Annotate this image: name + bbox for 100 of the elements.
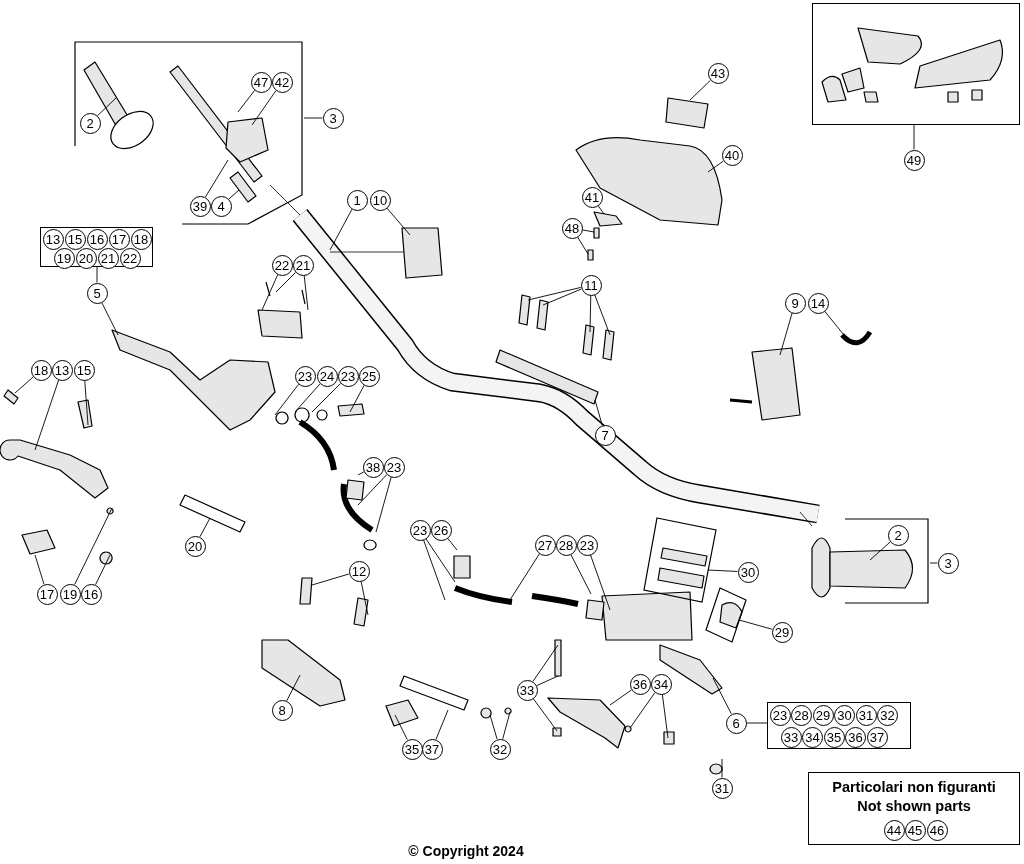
callout-number: 23 bbox=[294, 365, 316, 387]
callout-number: 35 bbox=[401, 738, 423, 760]
leader-line bbox=[425, 538, 456, 583]
callout-number: 36 bbox=[845, 726, 866, 748]
callout-number: 48 bbox=[561, 217, 583, 239]
leader-line bbox=[394, 714, 408, 741]
leader-line bbox=[97, 96, 118, 117]
leader-line bbox=[869, 541, 891, 561]
callout-number: 18 bbox=[130, 228, 152, 250]
callout-number: 35 bbox=[823, 726, 845, 748]
leader-line bbox=[532, 644, 559, 682]
leader-line bbox=[34, 554, 45, 585]
parts-kit-box bbox=[40, 227, 153, 267]
callout-number: 30 bbox=[834, 704, 855, 726]
group-frame bbox=[705, 587, 747, 643]
callout-number: 45 bbox=[904, 819, 926, 841]
callout-number: 38 bbox=[362, 456, 384, 478]
callout-number: 49 bbox=[903, 149, 925, 171]
copyright-note: © Copyright 2024 bbox=[408, 843, 524, 859]
callout-number: 17 bbox=[108, 228, 130, 250]
callout-number: 36 bbox=[629, 673, 651, 695]
leader-line bbox=[251, 90, 277, 126]
leader-line bbox=[712, 677, 732, 715]
callout-number: 23 bbox=[409, 519, 431, 541]
leader-line bbox=[261, 274, 279, 311]
leader-line bbox=[594, 294, 611, 336]
note-text: Not shown parts bbox=[857, 798, 971, 814]
callout-number: 33 bbox=[516, 679, 538, 701]
callout-number: 8 bbox=[271, 699, 293, 721]
callout-number: 10 bbox=[369, 189, 391, 211]
leader-line bbox=[542, 288, 582, 306]
leader-line bbox=[527, 287, 582, 301]
leader-line bbox=[746, 722, 768, 724]
callout-number: 23 bbox=[576, 534, 598, 556]
callout-number: 22 bbox=[271, 254, 293, 276]
leader-line bbox=[707, 160, 724, 173]
parts-kit-box bbox=[767, 702, 911, 749]
callout-number: 31 bbox=[855, 704, 877, 726]
leader-line bbox=[357, 471, 365, 476]
group-frame bbox=[643, 517, 717, 603]
leader-line bbox=[423, 539, 446, 601]
callout-number: 15 bbox=[73, 359, 95, 381]
leader-line bbox=[386, 207, 411, 236]
leader-line bbox=[629, 692, 656, 729]
callout-number: 19 bbox=[53, 247, 75, 269]
leader-line bbox=[447, 537, 458, 551]
callout-number: 13 bbox=[51, 359, 73, 381]
callout-number: 41 bbox=[581, 186, 603, 208]
callout-number: 34 bbox=[802, 726, 823, 748]
callout-number: 46 bbox=[926, 819, 948, 841]
callout-number: 28 bbox=[555, 534, 577, 556]
callout-number: 11 bbox=[580, 274, 602, 296]
leader-line bbox=[589, 295, 592, 333]
callout-number: 24 bbox=[316, 365, 338, 387]
callout-number: 28 bbox=[791, 704, 812, 726]
leader-line bbox=[84, 380, 89, 426]
note-box bbox=[808, 772, 1020, 845]
leader-line bbox=[14, 376, 34, 394]
callout-number: 9 bbox=[784, 292, 806, 314]
leader-line bbox=[502, 711, 511, 740]
callout-number: 23 bbox=[383, 456, 405, 478]
callout-number: 39 bbox=[189, 195, 211, 217]
leader-line bbox=[590, 554, 611, 611]
callout-number: 23 bbox=[769, 704, 791, 726]
group-bracket bbox=[844, 518, 930, 605]
note-text: Particolari non figuranti bbox=[832, 779, 996, 795]
callout-number: 26 bbox=[430, 519, 452, 541]
callout-number: 18 bbox=[30, 359, 52, 381]
leader-line bbox=[96, 266, 98, 283]
callout-number: 6 bbox=[725, 712, 747, 734]
callout-number: 3 bbox=[322, 107, 344, 129]
group-bracket bbox=[74, 41, 304, 226]
leader-line bbox=[294, 383, 321, 413]
callout-number: 23 bbox=[337, 365, 359, 387]
leader-line bbox=[329, 208, 353, 251]
callout-number: 47 bbox=[250, 71, 272, 93]
leader-line bbox=[375, 476, 392, 533]
callout-number: 43 bbox=[707, 62, 729, 84]
callout-number: 29 bbox=[812, 704, 834, 726]
callout-number: 30 bbox=[737, 561, 759, 583]
callout-number: 3 bbox=[937, 552, 959, 574]
leader-line bbox=[303, 275, 309, 311]
leader-line bbox=[707, 569, 738, 572]
callout-number: 1 bbox=[346, 189, 368, 211]
callout-number: 2 bbox=[887, 524, 909, 546]
leader-line bbox=[311, 382, 342, 413]
callout-number: 42 bbox=[271, 71, 293, 93]
callout-number: 34 bbox=[650, 673, 672, 695]
callout-number: 40 bbox=[721, 144, 743, 166]
callout-number: 16 bbox=[86, 228, 108, 250]
leader-line bbox=[286, 674, 301, 702]
leader-line bbox=[489, 714, 498, 740]
leader-line bbox=[532, 698, 558, 732]
callout-number: 4 bbox=[210, 195, 232, 217]
callout-number: 13 bbox=[42, 228, 64, 250]
leader-line bbox=[275, 271, 297, 293]
callout-number: 17 bbox=[36, 583, 58, 605]
leader-line bbox=[721, 758, 723, 778]
callout-number: 44 bbox=[883, 819, 905, 841]
callout-number: 27 bbox=[534, 534, 556, 556]
